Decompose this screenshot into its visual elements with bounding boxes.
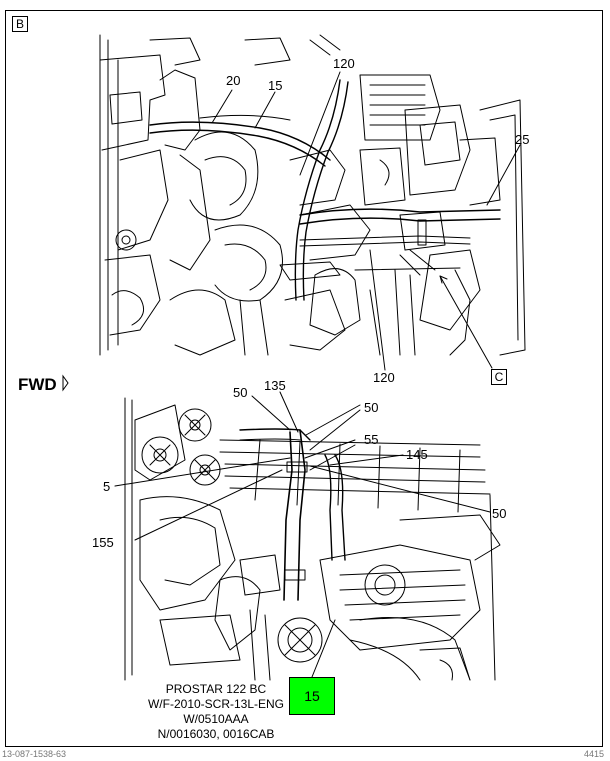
footer-left: 13-087-1538-63 — [2, 749, 67, 759]
callout-20: 20 — [226, 73, 241, 88]
footer-right: 4415 — [583, 749, 604, 759]
callout-135: 135 — [264, 378, 286, 393]
diagram-frame — [5, 10, 603, 747]
fwd-arrow-icon — [62, 374, 70, 392]
fwd-label: FWD — [18, 375, 57, 394]
callout-50-a: 50 — [233, 385, 248, 400]
callout-155: 155 — [92, 535, 114, 550]
view-c-engine-art — [114, 391, 501, 681]
caption-line: W/0510AAA — [183, 712, 249, 726]
caption-line: PROSTAR 122 BC — [165, 682, 267, 696]
callout-120-top: 120 — [333, 56, 355, 71]
callout-145: 145 — [406, 447, 428, 462]
view-b-engine-art — [99, 34, 526, 371]
callout-55: 55 — [364, 432, 379, 447]
callout-120-bottom: 120 — [373, 370, 395, 385]
fwd-indicator: FWD — [18, 372, 70, 395]
callout-50-b: 50 — [364, 400, 379, 415]
view-b-label: B — [12, 16, 28, 32]
detail-c-label: C — [491, 369, 507, 385]
callout-15: 15 — [268, 78, 283, 93]
highlighted-part-15[interactable]: 15 — [289, 677, 335, 715]
applicability-caption: PROSTAR 122 BC W/F-2010-SCR-13L-ENG W/05… — [128, 682, 304, 742]
caption-line: N/0016030, 0016CAB — [157, 727, 275, 741]
callout-50-c: 50 — [492, 506, 507, 521]
callout-25: 25 — [515, 132, 530, 147]
caption-line: W/F-2010-SCR-13L-ENG — [147, 697, 285, 711]
callout-5: 5 — [103, 479, 111, 494]
